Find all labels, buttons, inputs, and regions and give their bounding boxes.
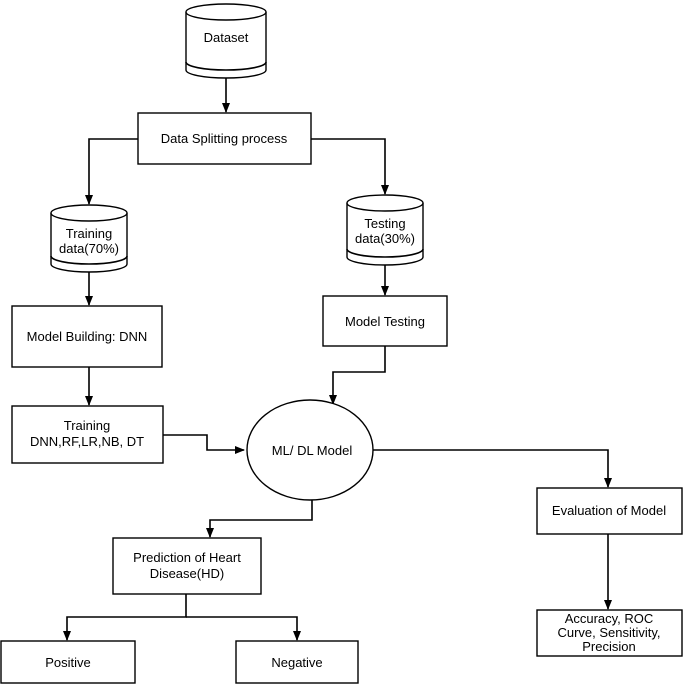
metrics-node: Accuracy, ROC Curve, Sensitivity, Precis… [536, 609, 683, 657]
dataset-label: Dataset [204, 30, 249, 45]
ml-dl-model-label: ML/ DL Model [272, 443, 353, 458]
ml-dl-model-node: ML/ DL Model [246, 399, 374, 501]
arrow-training-to-ml-model [163, 434, 245, 454]
testing-data-node: Testing data(30%) [346, 194, 424, 266]
prediction-line1: Prediction of Heart [133, 550, 241, 565]
model-testing-label: Model Testing [345, 314, 425, 329]
metrics-line2: Curve, Sensitivity, [557, 625, 660, 640]
training-data-line1: Training [66, 226, 112, 241]
model-testing-node: Model Testing [322, 295, 448, 347]
arrow-ml-model-to-evaluation [373, 449, 612, 488]
metrics-line3: Precision [582, 639, 635, 654]
testing-data-line1: Testing [364, 216, 405, 231]
dataset-node: Dataset [185, 3, 267, 79]
arrow-model-testing-to-ml-model [329, 346, 386, 405]
arrow-prediction-to-positive [63, 594, 187, 641]
prediction-node: Prediction of Heart Disease(HD) [112, 537, 262, 595]
arrow-splitting-to-training [85, 138, 138, 205]
training-algorithms-node: Training DNN,RF,LR,NB, DT [11, 405, 164, 464]
training-data-line2: data(70%) [59, 241, 119, 256]
negative-label: Negative [271, 655, 322, 670]
data-splitting-label: Data Splitting process [161, 131, 288, 146]
testing-data-line2: data(30%) [355, 231, 415, 246]
evaluation-label: Evaluation of Model [552, 503, 666, 518]
training-data-node: Training data(70%) [50, 204, 128, 273]
arrow-prediction-to-negative [186, 616, 301, 641]
training-algorithms-line2: DNN,RF,LR,NB, DT [30, 434, 144, 449]
positive-node: Positive [0, 640, 136, 684]
positive-label: Positive [45, 655, 91, 670]
data-splitting-node: Data Splitting process [137, 112, 312, 165]
model-building-node: Model Building: DNN [11, 305, 163, 368]
negative-node: Negative [235, 640, 359, 684]
model-building-label: Model Building: DNN [27, 329, 148, 344]
connectors [63, 78, 612, 641]
metrics-line1: Accuracy, ROC [565, 611, 654, 626]
arrow-ml-model-to-prediction [206, 496, 313, 538]
training-algorithms-line1: Training [64, 418, 110, 433]
evaluation-node: Evaluation of Model [536, 487, 683, 535]
prediction-line2: Disease(HD) [150, 566, 224, 581]
arrow-splitting-to-testing [311, 138, 389, 195]
